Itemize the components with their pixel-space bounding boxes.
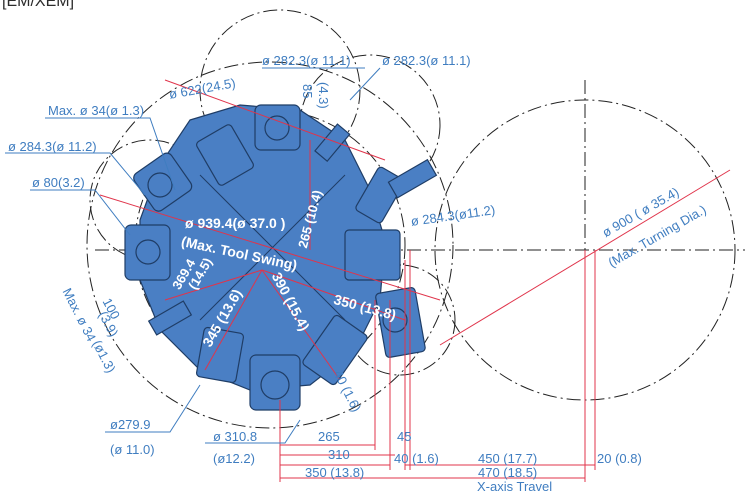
label-dim-85-in: (4.3) [316,82,331,109]
holder-bottom [249,354,301,411]
turret-inner-2 [199,174,346,321]
label-dia-279-in: (ø 11.0) [110,442,155,457]
label-dia-284-left: ø 284.3(ø 11.2) [8,139,97,154]
label-dia-282-a: ø 282.3(ø 11.1) [262,53,351,68]
bore-left [135,239,161,265]
tool-swing-circle [86,61,454,429]
label-b-310: 310 [328,447,350,462]
label-b-40: 40 (1.6) [394,451,439,466]
dim-369 [164,269,263,301]
leader-max34-top [45,117,176,191]
leader-279 [105,384,201,433]
label-dia-310-in: (ø12.2) [213,451,255,466]
holder-topleft [133,152,193,212]
bore-topleft [147,172,173,198]
dim-622-diag [164,79,386,161]
label-b-470: 470 (18.5) [478,465,538,480]
label-max-34-top: Max. ø 34(ø 1.3) [48,103,145,118]
leader-80 [30,189,131,236]
label-b-265: 265 [318,429,340,444]
header-model: [EM/XEM] [2,0,75,10]
leader-284-left [5,152,146,196]
holder-upper [196,124,254,186]
tool-shank-left [147,300,193,336]
label-b-45: 45 [397,429,412,444]
label-b-20: 20 (0.8) [597,451,642,466]
label-b-450: 450 (17.7) [478,451,538,466]
tool-shank-right [387,158,438,199]
label-dia-80: ø 80(3.2) [32,175,85,190]
tool-shank-top [314,123,351,163]
bore-bottom [260,370,290,400]
holder-left [124,224,171,281]
leader-310 [205,419,301,444]
dim-350-diag [261,269,406,321]
label-dia-279: ø279.9 [110,417,151,432]
holder-bottomleft [195,326,245,384]
holder-right [344,229,401,281]
holder-top [254,104,301,151]
label-x-axis: X-axis Travel [477,479,553,494]
dim-swing-diag [99,194,441,301]
label-dim-85: 85 [300,84,315,99]
dim-345 [204,269,263,371]
label-dia-282-b: ø 282.3(ø 11.1) [382,53,471,68]
holder-bottomright [375,287,426,358]
holder-lowerright [302,314,368,386]
label-dia-310: ø 310.8 [213,429,258,444]
label-b-350: 350 (13.8) [305,465,365,480]
leader-top282b [349,67,381,101]
dim-390 [261,269,341,381]
label-swing-a: ø 939.4(ø 37.0 ) [185,215,286,231]
bore-top [264,115,290,141]
bore-right [382,307,408,333]
